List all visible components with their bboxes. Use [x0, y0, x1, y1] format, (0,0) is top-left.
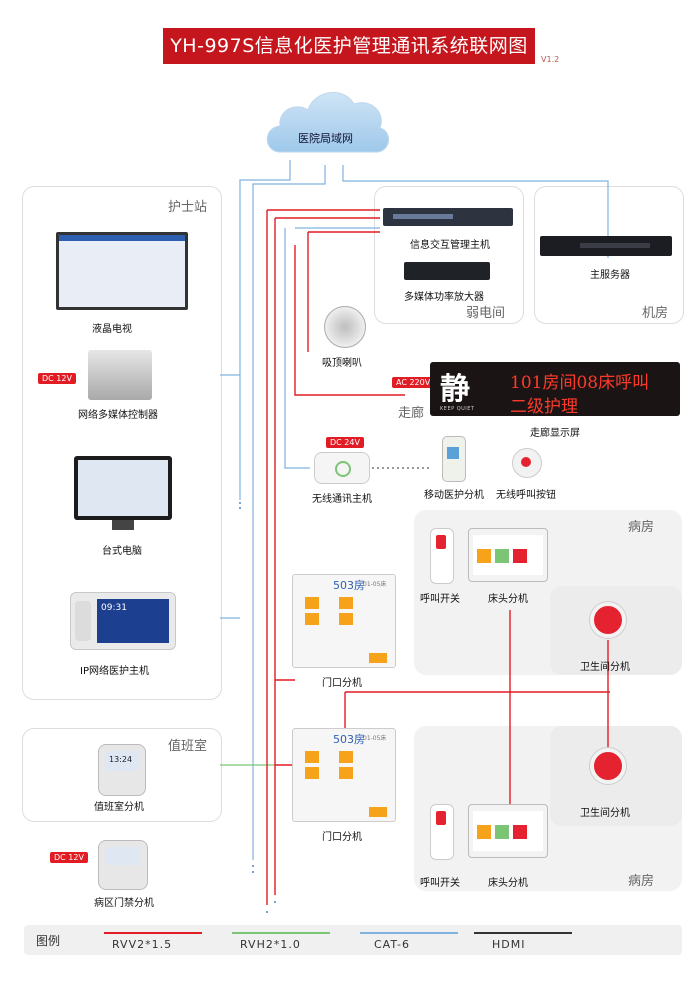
led-line-2: 二级护理 [510, 397, 578, 417]
bedside-2-icon [468, 804, 548, 858]
keep-quiet-char: 静 [440, 372, 470, 407]
wireless-host-label: 无线通讯主机 [312, 494, 372, 505]
led-line-1: 101房间08床呼叫 [510, 373, 650, 393]
door-panel-1-label: 门口分机 [322, 678, 362, 689]
machine-room-label: 机房 [642, 306, 669, 321]
legend-line-cat6 [360, 932, 458, 934]
amplifier-icon [404, 262, 490, 280]
bedside-1-icon [468, 528, 548, 582]
weak-room-label: 弱电间 [466, 306, 506, 321]
wireless-button-label: 无线呼叫按钮 [496, 490, 556, 501]
ip-host-label: IP网络医护主机 [80, 666, 149, 677]
cloud-label: 医院局域网 [298, 132, 353, 145]
lcd-tv-icon [56, 232, 188, 310]
duty-terminal-icon: 13:24 [98, 744, 146, 796]
keep-quiet-text: KEEP QUIET [440, 406, 475, 412]
toilet-1-icon [590, 602, 626, 638]
lcd-tv-label: 液晶电视 [92, 324, 132, 335]
legend-item-rvv: RVV2*1.5 [112, 938, 173, 951]
door-panel-1-icon: 503房 01-05床 [292, 574, 396, 668]
toilet-2-icon [590, 748, 626, 784]
duty-terminal-label: 值班室分机 [94, 802, 144, 813]
mobile-terminal-label: 移动医护分机 [424, 490, 484, 501]
desktop-stand-icon [112, 520, 134, 530]
call-switch-1-label: 呼叫开关 [420, 594, 460, 605]
server-label: 主服务器 [590, 270, 630, 281]
wireless-host-icon [314, 452, 370, 484]
corridor-label: 走廊 [398, 406, 425, 421]
legend-item-hdmi: HDMI [492, 938, 526, 951]
wireless-button-icon [512, 448, 542, 478]
media-controller-label: 网络多媒体控制器 [78, 410, 158, 421]
bedside-2-label: 床头分机 [488, 878, 528, 889]
amplifier-label: 多媒体功率放大器 [404, 292, 484, 303]
wireless-power-tag: DC 24V [326, 437, 364, 448]
legend-line-rvv [104, 932, 202, 934]
call-switch-2-label: 呼叫开关 [420, 878, 460, 889]
desktop-monitor-icon [74, 456, 172, 520]
desktop-label: 台式电脑 [102, 546, 142, 557]
info-host-icon [383, 208, 513, 226]
toilet-2-label: 卫生间分机 [580, 808, 630, 819]
nurse-station-label: 护士站 [168, 200, 208, 215]
door-panel-2-icon: 503房 01-05床 [292, 728, 396, 822]
door-access-power-tag: DC 12V [50, 852, 88, 863]
info-host-label: 信息交互管理主机 [410, 240, 490, 251]
ip-host-screen-time: 09:31 [101, 603, 127, 613]
media-controller-icon [88, 350, 152, 400]
corridor-display-icon: 静 KEEP QUIET 101房间08床呼叫 二级护理 [430, 362, 680, 417]
duty-screen-time: 13:24 [109, 755, 133, 764]
ip-host-icon: 09:31 [70, 592, 176, 650]
ward-door-access-icon [98, 840, 148, 890]
door-panel-1-beds: 01-05床 [363, 581, 387, 588]
duty-room-label: 值班室 [168, 739, 208, 754]
legend-line-rvh [232, 932, 330, 934]
ward-door-access-label: 病区门禁分机 [94, 898, 154, 909]
mobile-terminal-icon [442, 436, 466, 482]
door-panel-2-label: 门口分机 [322, 832, 362, 843]
display-power-tag: AC 220V [392, 377, 435, 388]
legend-title: 图例 [36, 934, 61, 948]
legend-bar [24, 925, 682, 955]
ceiling-speaker-label: 吸顶喇叭 [322, 358, 362, 369]
call-switch-1-icon [430, 528, 454, 584]
version-label: V1.2 [541, 55, 560, 64]
legend-line-hdmi [474, 932, 572, 934]
call-switch-2-icon [430, 804, 454, 860]
server-icon [540, 236, 672, 256]
legend-item-cat6: CAT-6 [374, 938, 411, 951]
door-panel-2-beds: 01-05床 [363, 735, 387, 742]
door-panel-2-room: 503房 [333, 733, 365, 746]
door-panel-1-room: 503房 [333, 579, 365, 592]
legend-item-rvh: RVH2*1.0 [240, 938, 301, 951]
ward-1-label: 病房 [628, 520, 655, 535]
ceiling-speaker-icon [324, 306, 366, 348]
corridor-display-label: 走廊显示屏 [530, 428, 580, 439]
controller-power-tag: DC 12V [38, 373, 76, 384]
ward-2-label: 病房 [628, 874, 655, 889]
page-title: YH-997S信息化医护管理通讯系统联网图 [163, 28, 535, 64]
bedside-1-label: 床头分机 [488, 594, 528, 605]
toilet-1-label: 卫生间分机 [580, 662, 630, 673]
cloud-icon [266, 92, 389, 153]
